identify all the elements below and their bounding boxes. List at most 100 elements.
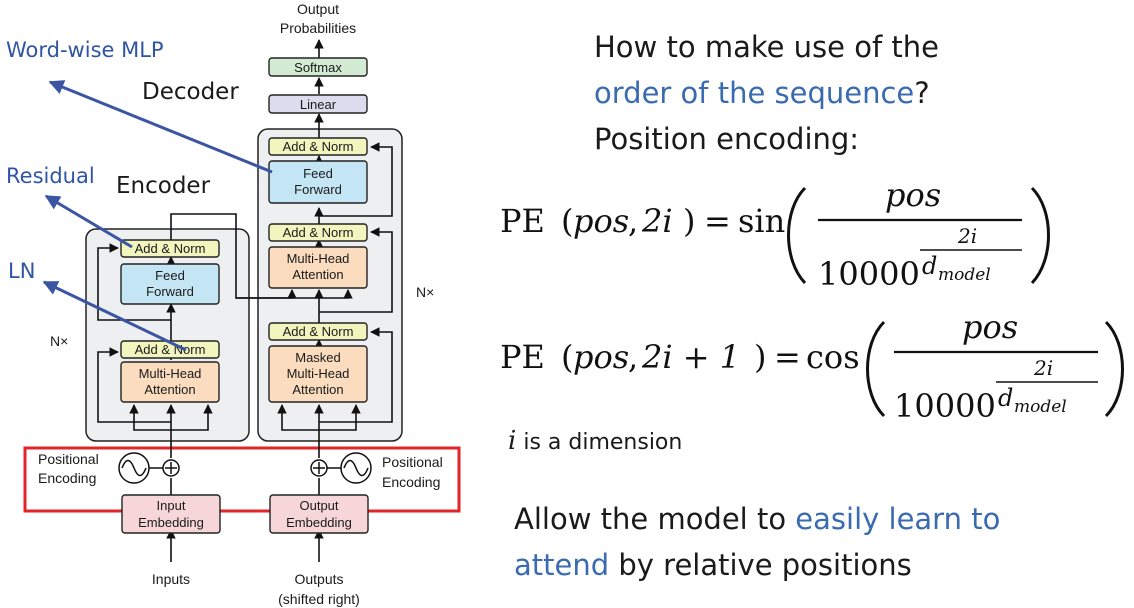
- dec-positional-label-2: Encoding: [382, 474, 440, 490]
- enc-add-norm-1: Add & Norm: [120, 340, 220, 359]
- question-line-2: order of the sequence?: [594, 70, 939, 116]
- two-i-arg: 2i: [641, 202, 673, 240]
- question-mark: ?: [914, 76, 930, 110]
- equals-2: =: [774, 338, 801, 376]
- svg-text:Add & Norm: Add & Norm: [283, 324, 354, 339]
- enc-positional-label-1: Positional: [38, 451, 99, 467]
- ln-arrow: [42, 280, 187, 352]
- question-line-1: How to make use of the: [594, 30, 939, 64]
- big-paren-left-2: [866, 320, 886, 418]
- enc-feed-forward: Feed Forward: [120, 263, 220, 305]
- dec-add-norm-2: Add & Norm: [268, 223, 368, 242]
- exp-d-1: d: [922, 252, 937, 280]
- dimension-note: i is a dimension: [508, 426, 682, 456]
- pe-text-2: PE: [500, 338, 545, 376]
- svg-text:Add & Norm: Add & Norm: [283, 225, 354, 240]
- pos-numerator-2: pos: [962, 308, 1018, 346]
- svg-text:Input: Input: [157, 498, 186, 513]
- dec-feed-forward: Feed Forward: [268, 160, 368, 204]
- svg-text:Embedding: Embedding: [286, 515, 352, 530]
- exp-model-1: model: [938, 265, 991, 285]
- order-of-sequence-highlight: order of the sequence: [594, 76, 915, 110]
- dec-sine-icon: [327, 452, 372, 484]
- svg-text:Multi-Head: Multi-Head: [139, 366, 202, 381]
- wordwise-mlp-arrow: [48, 80, 273, 174]
- encoder-block: [85, 228, 250, 442]
- svg-text:Attention: Attention: [292, 382, 343, 397]
- allow-suffix: by relative positions: [609, 548, 912, 582]
- base-1: 10000: [818, 255, 920, 293]
- positional-encoding-highlight: [23, 446, 461, 513]
- enc-add-norm-2: Add & Norm: [120, 239, 220, 258]
- allow-text: Allow the model to easily learn to atten…: [514, 496, 1000, 588]
- inputs-label: Inputs: [152, 571, 190, 587]
- residual-label: Residual: [6, 164, 95, 188]
- output-probabilities-label: Output: [297, 1, 339, 17]
- ln-label: LN: [8, 259, 35, 283]
- exp-model-2: model: [1014, 397, 1067, 417]
- dec-add-circle: [310, 459, 328, 477]
- comma-1: ,: [628, 202, 638, 240]
- residual-arrow: [44, 194, 133, 249]
- allow-prefix: Allow the model to: [514, 502, 796, 536]
- big-paren-right-2: [1104, 320, 1124, 418]
- svg-text:Output: Output: [299, 498, 338, 513]
- outputs-shifted-label: (shifted right): [278, 591, 360, 607]
- svg-text:Embedding: Embedding: [138, 515, 204, 530]
- exp-2i-2: 2i: [1033, 356, 1053, 380]
- enc-sine-icon: [118, 452, 163, 484]
- svg-text:Softmax: Softmax: [294, 60, 342, 75]
- dec-nx-label: N×: [416, 284, 434, 300]
- base-2: 10000: [894, 387, 996, 425]
- dec-softmax: Softmax: [268, 57, 368, 77]
- pe-cos-formula: PE ( pos , 2i + 1 ) = cos pos 10000 2i d…: [500, 308, 1124, 425]
- output-embedding: Output Embedding: [269, 494, 369, 534]
- two-i-plus-one-arg: 2i + 1: [641, 338, 740, 376]
- allow-line-2: attend by relative positions: [514, 542, 1000, 588]
- dimension-text: is a dimension: [523, 430, 683, 455]
- pos-arg-1: pos: [573, 202, 629, 240]
- dec-add-norm-3: Add & Norm: [268, 137, 368, 156]
- pos-arg-2: pos: [573, 338, 629, 376]
- transformer-diagram: Add & Norm Feed Forward Add & Norm Multi…: [6, 1, 461, 607]
- pos-numerator-1: pos: [885, 176, 941, 214]
- paren-close-2: ): [754, 338, 766, 376]
- paren-open-1: (: [561, 202, 573, 240]
- svg-text:Add & Norm: Add & Norm: [283, 139, 354, 154]
- svg-text:Add & Norm: Add & Norm: [135, 342, 206, 357]
- svg-text:Feed: Feed: [303, 166, 333, 181]
- enc-multi-head-attention: Multi-Head Attention: [120, 361, 220, 403]
- svg-text:Forward: Forward: [294, 182, 342, 197]
- output-probabilities-label-2: Probabilities: [280, 20, 356, 36]
- enc-nx-label: N×: [50, 333, 68, 349]
- comma-2: ,: [628, 338, 638, 376]
- big-paren-right-1: [1030, 186, 1050, 285]
- svg-text:Feed: Feed: [155, 268, 185, 283]
- svg-text:Attention: Attention: [292, 267, 343, 282]
- svg-text:Multi-Head: Multi-Head: [287, 366, 350, 381]
- dec-masked-attention: Masked Multi-Head Attention: [268, 345, 368, 403]
- dec-positional-label-1: Positional: [382, 454, 443, 470]
- svg-text:Linear: Linear: [300, 97, 337, 112]
- outputs-label: Outputs: [294, 571, 343, 587]
- allow-line-1: Allow the model to easily learn to: [514, 496, 1000, 542]
- svg-text:Multi-Head: Multi-Head: [287, 251, 350, 266]
- pe-text-1: PE: [500, 202, 545, 240]
- paren-close-1: ): [683, 202, 695, 240]
- exp-2i-1: 2i: [957, 224, 977, 248]
- svg-text:Forward: Forward: [146, 284, 194, 299]
- decoder-label: Decoder: [142, 79, 239, 105]
- dec-multi-head-attention: Multi-Head Attention: [268, 246, 368, 289]
- easily-learn-highlight: easily learn to: [795, 502, 1001, 536]
- wordwise-mlp-label: Word-wise MLP: [6, 38, 164, 62]
- paren-open-2: (: [561, 338, 573, 376]
- exp-d-2: d: [998, 384, 1013, 412]
- cos-text: cos: [806, 338, 860, 376]
- dec-linear: Linear: [268, 94, 368, 114]
- enc-add-circle: [162, 459, 180, 477]
- sin-text: sin: [738, 202, 785, 240]
- i-variable: i: [508, 426, 517, 456]
- equals-1: =: [704, 202, 731, 240]
- attend-highlight: attend: [514, 548, 610, 582]
- question-text: How to make use of the order of the sequ…: [594, 24, 939, 162]
